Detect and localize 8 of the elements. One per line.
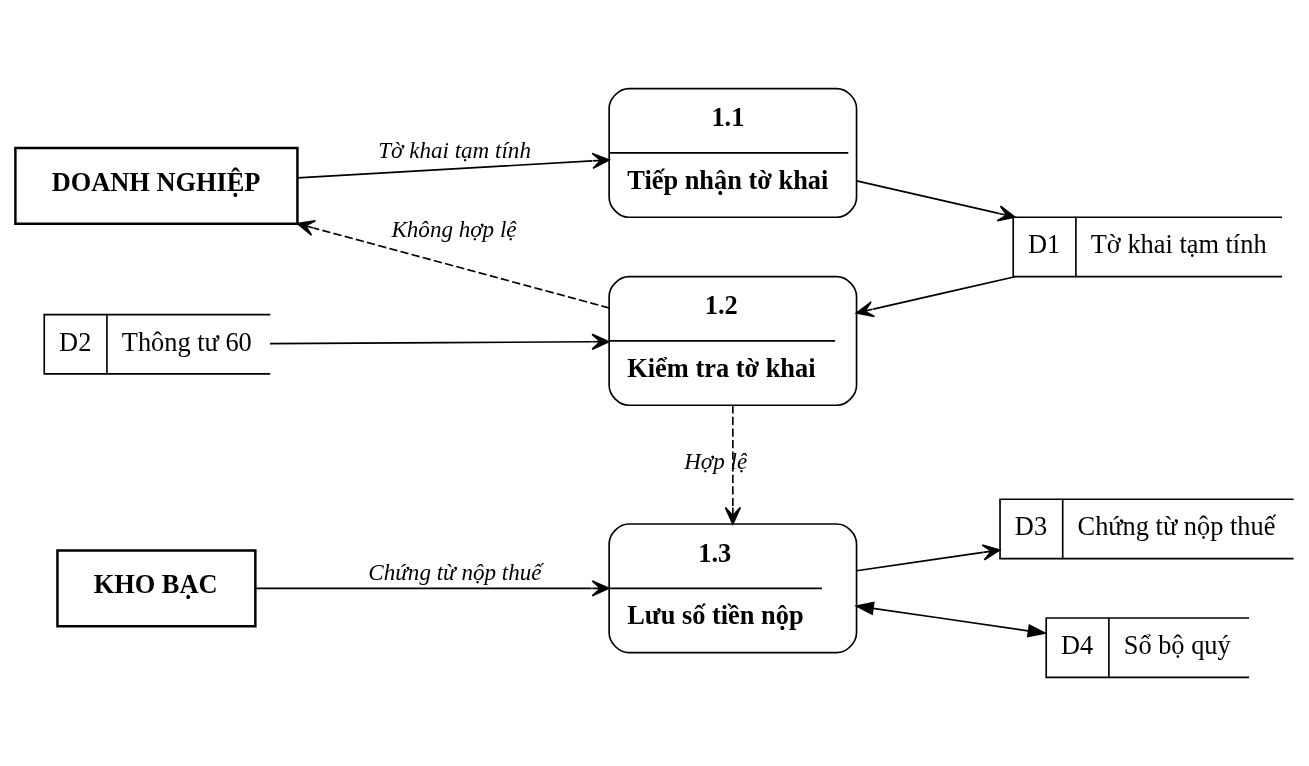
node-text: D2 Thông tư 60 bbox=[59, 326, 252, 357]
node-text: D4 Sổ bộ quý bbox=[1061, 629, 1231, 660]
edge-label: Không hợp lệ bbox=[391, 216, 517, 243]
edge-label: Hợp lệ bbox=[684, 448, 748, 475]
edge-label: Chứng từ nộp thuế bbox=[368, 559, 542, 586]
node-text: D1 Tờ khai tạm tính bbox=[1028, 229, 1267, 260]
node-text: D3 Chứng từ nộp thuế bbox=[1014, 511, 1276, 542]
edge-label: Tờ khai tạm tính bbox=[378, 137, 531, 164]
